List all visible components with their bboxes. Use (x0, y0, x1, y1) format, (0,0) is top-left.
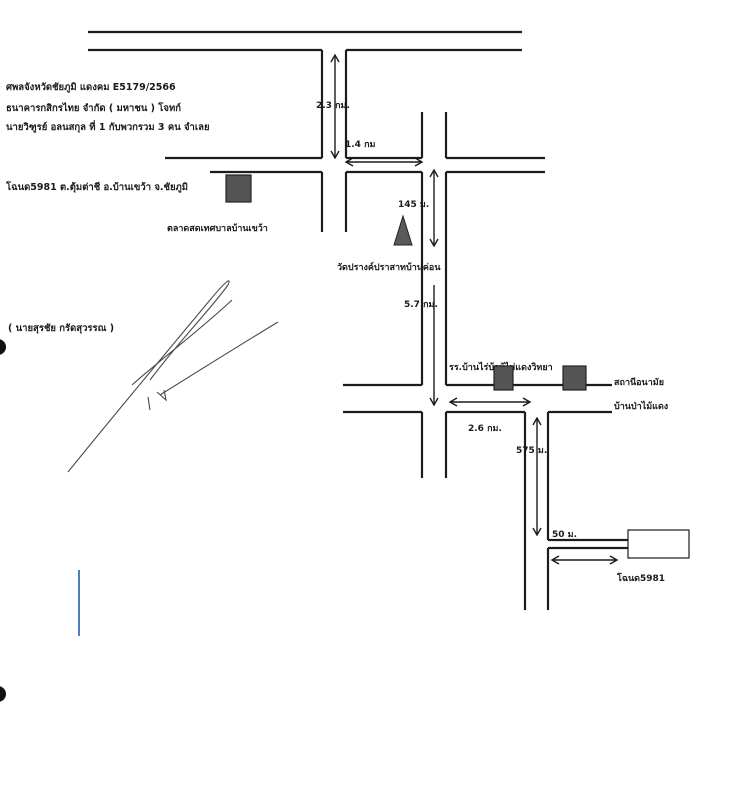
defendant-line: นายวิฑูรย์ อลนสกุล ที่ 1 กับพวกรวม 3 คน … (6, 119, 210, 134)
parcel-title: โฉนด5981 ต.ตุ้มต่าชี อ.บ้านเขว้า จ.ชัยภู… (5, 181, 188, 194)
binding-hole-icon (0, 339, 6, 355)
small-lane (523, 412, 628, 610)
parcel-label: โฉนด5981 (616, 572, 665, 584)
temple-triangle-icon (393, 214, 413, 246)
distance-label: 1.4 กม (345, 140, 376, 150)
case-number-line: ศพลจังหวัดชัยภูมิ แดงคม E5179/2566 (6, 82, 176, 94)
distance-arrows (330, 53, 619, 565)
distance-label: 2.3 กม. (316, 101, 350, 111)
distance-label: 50 ม. (552, 530, 577, 540)
plaintiff-line: ธนาคารกสิกรไทย จำกัด ( มหาชน ) โจทก์ (6, 102, 181, 114)
middle-road (165, 112, 545, 232)
distance-label: 145 ม. (398, 200, 429, 210)
health-station-label: สถานีอนามัย (614, 377, 664, 388)
top-road (88, 30, 522, 158)
distance-label: 575 ม. (516, 446, 547, 456)
binding-hole-icon (0, 686, 6, 702)
market-building-icon (225, 174, 252, 203)
distance-label: 5.7 กม. (404, 300, 438, 310)
market-label: ตลาดสดเทศบาลบ้านเขว้า (167, 223, 268, 234)
school-building-icon (493, 365, 514, 391)
temple-label: วัดปรางค์ปราสาทบ้านค่อน (337, 261, 441, 273)
distance-label: 2.6 กม. (468, 424, 502, 434)
handwritten-signature (67, 280, 279, 473)
health-station-building-icon (562, 365, 587, 391)
signer-name: ( นายสุรชัย กรัดสุวรรณ ) (8, 323, 114, 334)
parcel-rectangle-icon (627, 529, 690, 559)
health-station-sublabel: บ้านป่าไม้แดง (614, 400, 668, 412)
vertical-road (420, 172, 448, 385)
